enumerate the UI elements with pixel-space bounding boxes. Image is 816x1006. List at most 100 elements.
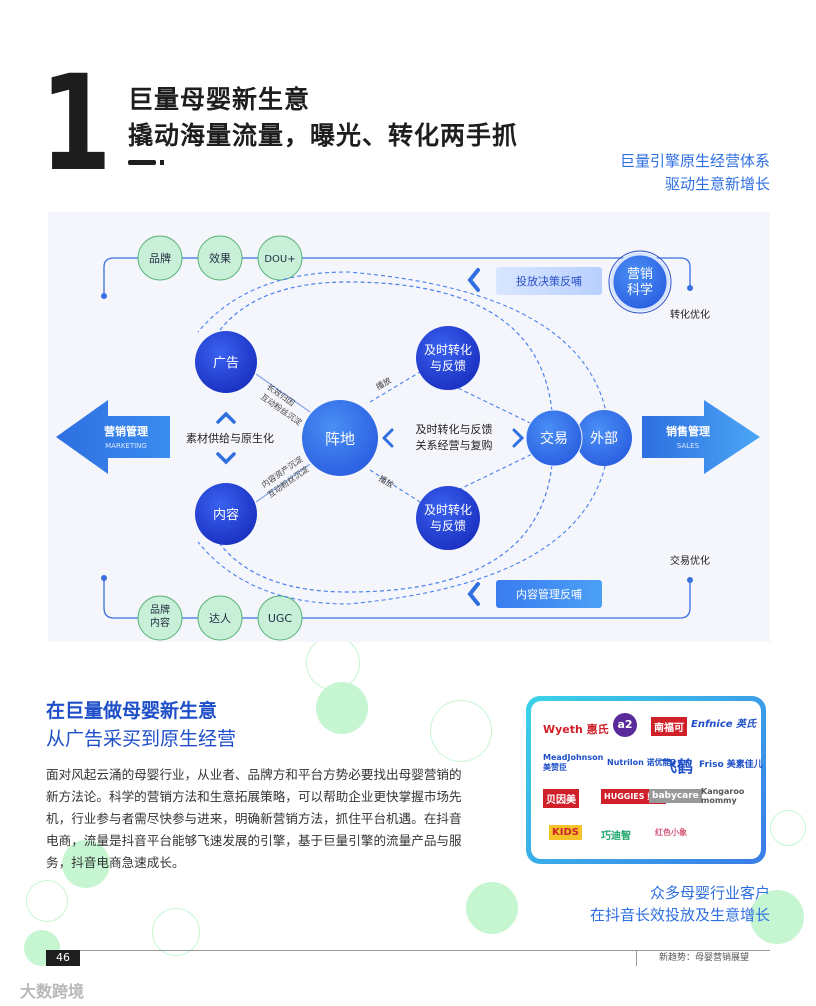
top-pill-effect: 效果 xyxy=(197,235,243,281)
title-underline-dot xyxy=(160,160,164,165)
bottom-loop-dot xyxy=(101,575,107,581)
logo-wyeth: Wyeth 惠氏 xyxy=(543,723,609,736)
client-logo-panel: Wyeth 惠氏 a2 南福可 Enfnice 英氏 MeadJohnson 美… xyxy=(526,696,766,864)
top-pill-dou: DOU+ xyxy=(257,235,303,281)
paragraph-line: 电商，流量是抖音平台能够飞速发展的引擎，基于巨量引擎的流量产品与服 xyxy=(46,833,462,848)
body-paragraph: 面对风起云涌的母婴行业，从业者、品牌方和平台方势必要找出母婴营销的 新方法论。科… xyxy=(46,764,488,874)
external-label: 外部 xyxy=(590,431,618,447)
marketing-science-node: 营销 科学 xyxy=(608,250,672,314)
logo-qiaodizhi: 巧迪智 xyxy=(601,831,631,842)
paragraph-line: 新方法论。科学的营销方法和生意拓展策略，可以帮助企业更快掌握市场先 xyxy=(46,789,462,804)
ad-label: 广告 xyxy=(213,356,239,371)
decor-bubble xyxy=(770,810,806,846)
conversion-optimization-label: 转化优化 xyxy=(670,308,710,321)
dashed-flow-outer-bottom xyxy=(197,451,609,605)
tagline-line1: 巨量引擎原生经营体系 xyxy=(619,152,770,170)
feedback-top: 投放决策反哺 xyxy=(467,267,602,295)
trade-optimization-label: 交易优化 xyxy=(670,554,710,567)
center-right-label-2: 关系经营与复购 xyxy=(416,438,493,452)
marketing-label: 营销管理 xyxy=(104,424,148,438)
chevron-down-icon xyxy=(216,452,236,465)
logo-red-elephant: 红色小象 xyxy=(655,828,687,837)
bottom-loop-line xyxy=(103,578,691,619)
logo-meadjohnson: MeadJohnson 美赞臣 xyxy=(543,753,604,772)
top-loop-dot xyxy=(101,293,107,299)
content-center-link xyxy=(255,463,311,503)
material-supply-label: 素材供给与原生化 xyxy=(186,431,274,445)
ad-node: 广告 xyxy=(195,331,257,393)
marketing-label-en: MARKETING xyxy=(105,442,147,450)
trade-label: 交易 xyxy=(540,430,568,447)
external-node: 外部 xyxy=(576,410,632,466)
content-node: 内容 xyxy=(195,483,257,545)
bottom-pill-brand-content: 品牌 内容 xyxy=(137,595,183,641)
ecosystem-diagram: 品牌 效果 DOU+ 品牌 内容 达人 UGC 营销 科学 投放决策反哺 转化优… xyxy=(48,212,770,642)
dashed-flow-outer-top xyxy=(197,271,609,423)
conversion-node-top-line2: 与反馈 xyxy=(430,359,466,373)
decor-bubble xyxy=(466,882,518,934)
bottom-pill-label-1: 品牌 xyxy=(150,603,170,616)
logo-kids: KIDS xyxy=(549,825,582,840)
ad-center-link xyxy=(255,373,311,413)
logo-nanfuke: 南福可 xyxy=(651,717,687,736)
logo-enfnice: Enfnice 英氏 xyxy=(691,719,757,730)
center-right-label-1: 及时转化与反馈 xyxy=(416,422,493,436)
conversion-node-bottom: 及时转化 与反馈 xyxy=(416,486,480,550)
section-subtitle: 从广告采买到原生经营 xyxy=(46,728,237,750)
marketing-arrow: 营销管理 MARKETING xyxy=(56,400,170,474)
chevron-up-icon xyxy=(216,411,236,424)
dashed-link-boost-bottom xyxy=(369,469,421,503)
logo-feihe: 飞鹤 xyxy=(661,757,694,776)
content-label: 内容 xyxy=(213,507,239,523)
watermark: 大数跨境 xyxy=(20,982,85,1001)
conversion-node-top: 及时转化 与反馈 xyxy=(416,326,480,390)
bottom-loop-dot xyxy=(687,577,693,583)
logo-kangaroo: Kangaroo mommy xyxy=(701,787,745,805)
decor-bubble xyxy=(306,636,360,690)
logo-caption-line1: 众多母婴行业客户 xyxy=(649,884,770,902)
feedback-bottom: 内容管理反哺 xyxy=(467,580,602,608)
top-pill-label: 效果 xyxy=(209,251,231,265)
footer-section-title: 新趋势：母婴营销展望 xyxy=(636,950,771,966)
feedback-bottom-label: 内容管理反哺 xyxy=(516,587,582,601)
dashed-flow-top xyxy=(219,281,554,433)
conversion-node-top-line1: 及时转化 xyxy=(424,342,472,357)
top-loop-dot xyxy=(687,285,693,291)
feedback-top-label: 投放决策反哺 xyxy=(516,274,582,288)
paragraph-line: 面对风起云涌的母婴行业，从业者、品牌方和平台方势必要找出母婴营销的 xyxy=(46,767,462,782)
section-title: 在巨量做母婴新生意 xyxy=(46,700,218,722)
page-subtitle: 撬动海量流量，曝光、转化两手抓 xyxy=(128,121,519,150)
logo-babycare: babycare xyxy=(649,789,702,803)
bottom-pill-ugc: UGC xyxy=(257,595,303,641)
logo-beingmate: 贝因美 xyxy=(543,789,579,808)
page-title: 巨量母婴新生意 xyxy=(128,85,311,114)
paragraph-line: 务，抖音电商急速成长。 xyxy=(46,855,185,870)
decor-bubble xyxy=(62,840,110,888)
logo-nutrilon: Nutrilon 诺优能3 xyxy=(607,758,677,767)
decor-bubble xyxy=(316,682,368,734)
marketing-science-line1: 营销 xyxy=(627,267,653,282)
bottom-pill-label: UGC xyxy=(268,612,293,625)
logo-friso: Friso 美素佳儿 xyxy=(699,760,763,770)
footer-divider xyxy=(46,950,770,951)
sales-arrow: 销售管理 SALES xyxy=(642,400,760,474)
boost-top-label: 播放 xyxy=(374,375,393,392)
top-loop-line xyxy=(103,257,691,294)
trade-node: 交易 xyxy=(525,409,583,467)
decor-bubble xyxy=(26,880,68,922)
page-number: 46 xyxy=(46,950,80,966)
decor-bubble xyxy=(152,908,200,956)
decor-bubble xyxy=(430,700,492,762)
chevron-left-icon xyxy=(382,428,394,448)
center-label: 阵地 xyxy=(325,430,355,448)
dashed-link-boost-top xyxy=(369,371,421,403)
top-pill-label: 品牌 xyxy=(149,251,171,265)
center-node: 阵地 xyxy=(302,400,378,476)
tagline-line2: 驱动生意新增长 xyxy=(664,175,770,193)
sales-label: 销售管理 xyxy=(666,424,710,438)
marketing-science-line2: 科学 xyxy=(627,282,653,298)
top-pill-label: DOU+ xyxy=(264,254,295,265)
conversion-node-bottom-line2: 与反馈 xyxy=(430,519,466,533)
boost-bottom-label: 播放 xyxy=(377,473,396,490)
logo-caption-line2: 在抖音长效投放及生意增长 xyxy=(589,906,770,924)
